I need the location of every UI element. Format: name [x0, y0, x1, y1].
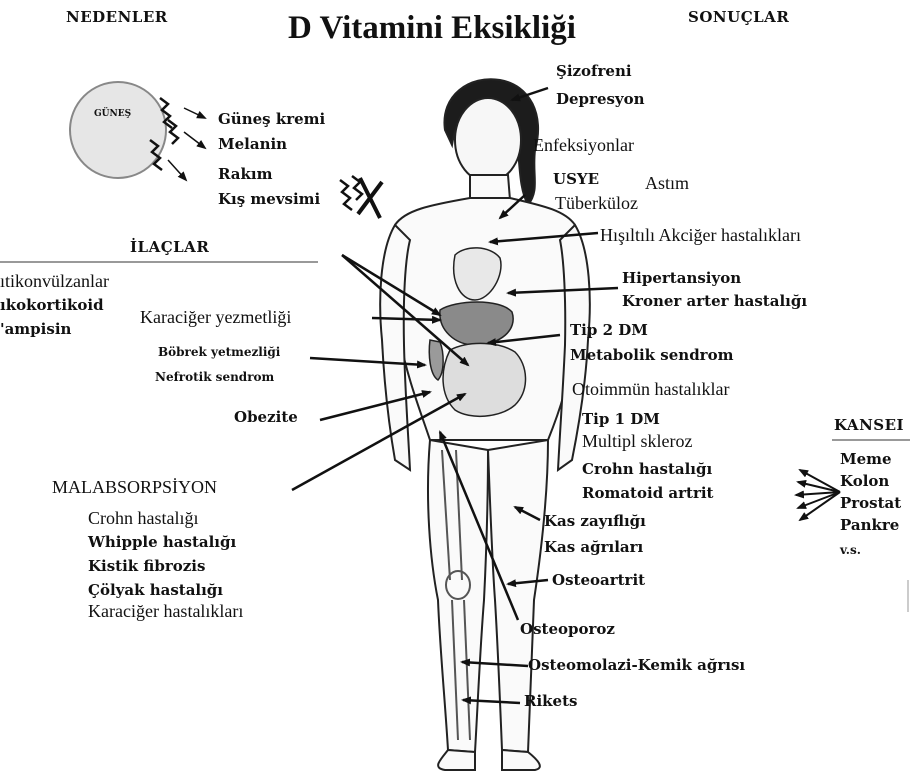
result-crohn: Crohn hastalığı — [582, 462, 712, 477]
result-muscle-weakness: Kas zayıflığı — [544, 514, 646, 529]
result-malabsorption: MALABSORPSİYON — [52, 478, 217, 496]
drug-item: ıtikonvülzanlar — [0, 272, 109, 290]
header-results: SONUÇLAR — [688, 10, 789, 25]
header-drugs: İLAÇLAR — [130, 240, 209, 255]
result-kidney-failure: Böbrek yetmezliği — [158, 346, 280, 358]
result-usye: USYE — [553, 172, 599, 187]
result-liver-failure: Karaciğer yezmetliği — [140, 308, 291, 326]
cancer-item: v.s. — [840, 544, 861, 556]
result-osteoporosis: Osteoporoz — [520, 622, 615, 637]
result-muscle-pain: Kas ağrıları — [544, 540, 643, 555]
result-metabolic-syndrome: Metabolik sendrom — [570, 348, 733, 363]
result-asthma: Astım — [645, 174, 689, 192]
result-obesity: Obezite — [234, 410, 298, 425]
result-osteoarthritis: Osteoartrit — [552, 573, 645, 588]
cause-item: Kış mevsimi — [218, 192, 320, 207]
page-title: D Vitamini Eksikliği — [288, 12, 576, 45]
result-cad: Kroner arter hastalığı — [622, 294, 807, 309]
cause-item: Güneş kremi — [218, 112, 325, 127]
cause-item: Melanin — [218, 137, 287, 152]
result-dm1: Tip 1 DM — [582, 412, 660, 427]
drug-item: 'ampisin — [0, 322, 71, 337]
result-tuberculosis: Tüberküloz — [555, 194, 638, 212]
cancer-item: Prostat — [840, 496, 901, 511]
blocked-rays-icon — [358, 178, 382, 218]
malabsorption-item: Kistik fibrozis — [88, 559, 205, 574]
result-ms: Multipl skleroz — [582, 432, 693, 450]
result-hypertension: Hipertansiyon — [622, 271, 741, 286]
result-depression: Depresyon — [556, 92, 645, 107]
result-nephrotic: Nefrotik sendrom — [155, 371, 274, 383]
cancer-item: Pankre — [840, 518, 899, 533]
result-dm2: Tip 2 DM — [570, 323, 648, 338]
result-wheeze: Hışıltılı Akciğer hastalıkları — [600, 226, 801, 244]
cause-item: Rakım — [218, 167, 273, 182]
malabsorption-item: Karaciğer hastalıkları — [88, 602, 243, 620]
result-autoimmune: Otoimmün hastalıklar — [572, 380, 729, 398]
malabsorption-item: Crohn hastalığı — [88, 509, 199, 527]
result-infections: Enfeksiyonlar — [533, 136, 634, 154]
header-causes: NEDENLER — [66, 10, 168, 25]
result-osteomalacia: Osteomolazi-Kemik ağrısı — [528, 658, 745, 673]
cancer-item: Meme — [840, 452, 892, 467]
header-cancer: KANSEI — [834, 418, 904, 433]
result-schizophrenia: Şizofreni — [556, 64, 632, 79]
sun-label: GÜNEŞ — [94, 110, 131, 119]
cancer-arrows — [796, 470, 840, 520]
sun-icon — [70, 82, 166, 178]
malabsorption-item: Çölyak hastalığı — [88, 583, 223, 598]
result-rickets: Rikets — [524, 694, 577, 709]
result-ra: Romatoid artrit — [582, 486, 713, 501]
malabsorption-item: Whipple hastalığı — [88, 535, 236, 550]
cancer-item: Kolon — [840, 474, 889, 489]
drug-item: ıkokortikoid — [0, 298, 104, 313]
